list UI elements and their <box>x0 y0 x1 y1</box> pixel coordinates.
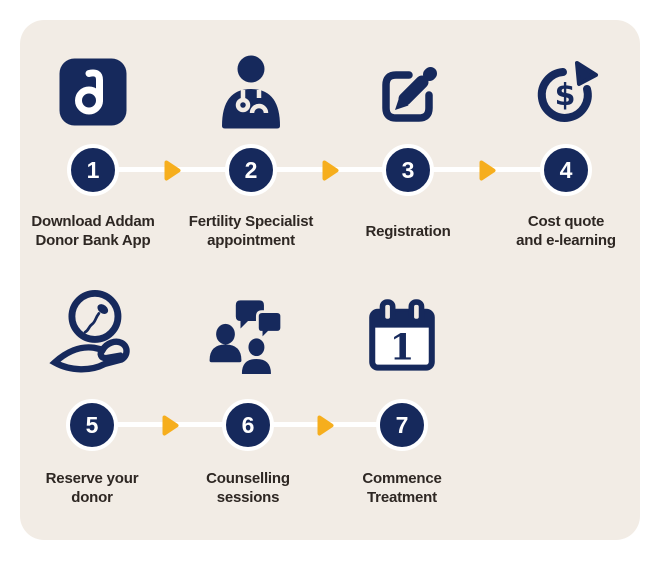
step-circle-6: 6 <box>222 399 274 451</box>
registration-edit-icon <box>348 48 468 136</box>
arrow-icon <box>162 415 179 436</box>
label-line: and e-learning <box>516 232 616 249</box>
step-number: 3 <box>401 156 415 183</box>
step-circle-2: 2 <box>225 144 277 196</box>
calendar-day-glyph: 1 <box>390 327 415 368</box>
label-line: donor <box>71 489 113 506</box>
step-circle-4: 4 <box>540 144 592 196</box>
step-circle-7: 7 <box>376 399 428 451</box>
arrow-icon <box>164 160 181 181</box>
step-label-7: Commence Treatment <box>317 465 487 511</box>
step-label-6: Counselling sessions <box>163 465 333 511</box>
step-circle-5: 5 <box>66 399 118 451</box>
step-number: 4 <box>559 156 573 183</box>
label-line: Fertility Specialist <box>188 213 314 230</box>
arrow-icon <box>317 415 334 436</box>
step-circle-3: 3 <box>382 144 434 196</box>
label-line: Registration <box>365 222 451 240</box>
label-line: Cost quote <box>527 213 605 230</box>
label-line: Reserve your <box>45 470 139 487</box>
label-line: Download Addam <box>31 213 155 230</box>
app-download-icon <box>33 48 153 136</box>
step-label-3: Registration <box>323 208 493 254</box>
label-line: Counselling <box>206 470 290 487</box>
label-line: Donor Bank App <box>35 232 151 249</box>
label-line: Commence <box>362 470 442 487</box>
step-number: 5 <box>85 411 99 438</box>
step-number: 2 <box>244 156 258 183</box>
step-number: 1 <box>86 156 100 183</box>
reserve-donor-icon <box>27 282 157 390</box>
step-circle-1: 1 <box>67 144 119 196</box>
label-line: Treatment <box>367 489 437 506</box>
label-line: sessions <box>216 489 280 506</box>
dollar-glyph: $ <box>555 78 576 113</box>
step-number: 6 <box>241 411 255 438</box>
commence-calendar-icon: 1 <box>337 282 467 390</box>
step-label-1: Download Addam Donor Bank App <box>8 208 178 254</box>
step-label-5: Reserve your donor <box>7 465 177 511</box>
label-line: appointment <box>207 232 295 249</box>
arrow-icon <box>322 160 339 181</box>
step-number: 7 <box>395 411 409 438</box>
counselling-icon <box>183 282 313 390</box>
arrow-icon <box>479 160 496 181</box>
step-label-4: Cost quote and e-learning <box>481 208 651 254</box>
step-label-2: Fertility Specialist appointment <box>166 208 336 254</box>
fertility-specialist-icon <box>191 48 311 136</box>
cost-refresh-icon: $ <box>506 48 626 136</box>
